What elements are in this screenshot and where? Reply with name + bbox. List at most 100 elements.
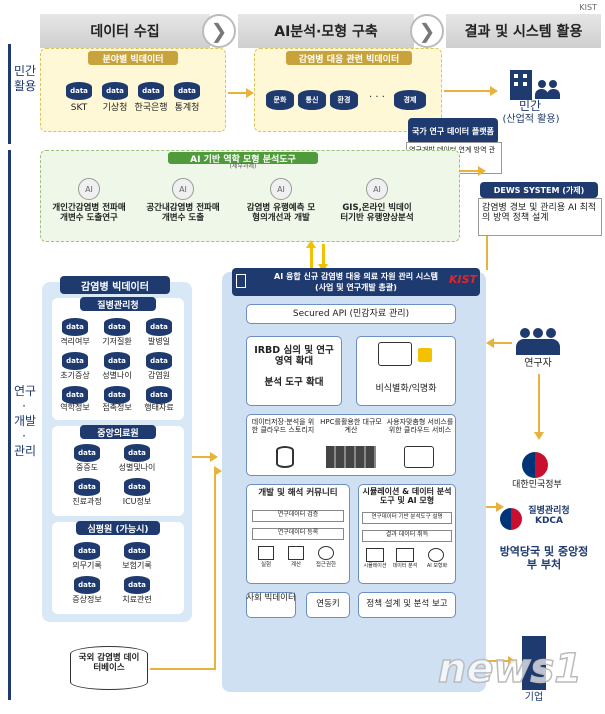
arrow <box>192 456 212 458</box>
dev-icon-label: 계산 <box>290 562 302 568</box>
arrow <box>228 92 248 94</box>
dev-icon-label: 접근권한 <box>315 562 337 568</box>
central-system-subtitle: (사업 및 연구개발 총괄) <box>315 283 397 292</box>
analysis-tool-label: 분석 도구 확대 <box>264 377 324 388</box>
db-cylinder: 통신 <box>298 90 326 110</box>
central-system-header: AI 융합 신규 감염병 대응 의료 자원 관리 시스템 (사업 및 연구개발 … <box>232 268 480 296</box>
data-item-label: ICU정보 <box>122 497 152 506</box>
arrow-head <box>496 502 504 512</box>
link-key-label: 연동키 <box>316 599 340 609</box>
arrow <box>538 374 540 434</box>
arrow-head <box>210 452 218 462</box>
phase-data-collection: 데이터 수집 <box>40 14 210 48</box>
data-item-label: 감염원 <box>147 371 171 380</box>
kdca-label: 질병관리청 KDCA <box>528 506 570 527</box>
data-item-label: 중증도 <box>75 463 99 472</box>
central-system-panel <box>222 272 486 692</box>
arrow-head <box>486 338 494 348</box>
private-bigdata-title: 분야별 빅데이터 <box>88 51 178 65</box>
side-label-research: 연구 · 개발 · 관리 <box>14 384 37 458</box>
policy-label: 정책 설계 및 분석 보고 <box>366 599 448 609</box>
data-item-label: 치료관련 <box>122 595 152 604</box>
people-icon <box>535 80 561 100</box>
data-item-label: 격리여부 <box>60 337 90 346</box>
arrow-head <box>246 88 254 98</box>
sim-box <box>358 484 456 584</box>
side-label-private: 민간 활용 <box>14 64 37 93</box>
sim-sub-box <box>362 512 452 524</box>
sim-sub2-label: 결과 데이터 취득 <box>385 531 429 538</box>
db-cylinder: data <box>104 352 130 370</box>
db-cylinder: 환경 <box>330 90 358 110</box>
nmc-box <box>52 426 184 516</box>
company-label: 기업 <box>524 692 544 703</box>
dev-sub-box <box>252 510 344 522</box>
dews-desc: 감염병 경보 및 관리용 AI 최적의 방역 정책 설계 <box>482 203 597 224</box>
db-cylinder: data <box>124 542 150 560</box>
data-item-label: 성별및나이 <box>118 463 156 472</box>
secured-api-box <box>246 304 456 324</box>
ai-model-label: GIS,온라인 빅데이터기반 유행양상분석 <box>340 203 414 223</box>
dev-sub1-label: 연구데이터 검증 <box>277 511 319 518</box>
kdca-emblem-icon <box>500 508 522 530</box>
sim-sub1-label: 연구데이터 기반 분석도구 설명 <box>371 514 443 520</box>
hpc-server-icon <box>326 446 376 468</box>
sim-title: 시뮬레이션 & 데이터 분석 도구 및 AI 모형 <box>362 487 452 506</box>
db-cylinder: data <box>62 318 88 336</box>
anonymization-icon <box>378 342 412 366</box>
db-cylinder: 경제 <box>394 90 426 110</box>
db-cylinder: data <box>104 318 130 336</box>
private-target-label: 민간 <box>518 99 542 113</box>
db-cylinder: data <box>74 478 100 496</box>
sim-sub-box <box>362 530 452 542</box>
db-cylinder: data <box>66 82 92 100</box>
gov-name: 대한민국정부 <box>512 480 562 490</box>
data-item-label: 기저질환 <box>102 337 132 346</box>
db-cylinder: data <box>146 352 172 370</box>
ai-gear-icon: AI <box>172 178 194 200</box>
chevron-right-icon: ❯ <box>410 14 444 48</box>
ai-gear-icon: AI <box>366 178 388 200</box>
source-label: 기상청 <box>102 103 128 113</box>
db-cylinder: data <box>62 352 88 370</box>
dev-sub-box <box>252 528 344 540</box>
arrow <box>322 244 325 268</box>
source-label: 통계청 <box>174 103 200 113</box>
db-cylinder: data <box>146 318 172 336</box>
side-bar-research <box>8 150 11 700</box>
phase-results: 결과 및 시스템 활용 <box>446 14 601 48</box>
infectious-bigdata-title: 감염병 대응 관련 빅데이터 <box>286 51 412 65</box>
kist-label-top: KIST <box>579 3 597 12</box>
experiment-icon <box>258 546 274 560</box>
db-cylinder: data <box>102 82 128 100</box>
hira-title: 심평원 (가능시) <box>76 521 160 535</box>
policy-box <box>358 592 456 618</box>
arrow-head <box>490 86 498 96</box>
db-cylinder: data <box>62 386 88 404</box>
database-icon <box>276 446 294 468</box>
data-item-label: 초기증상 <box>60 371 90 380</box>
ai-model-icon <box>428 548 444 562</box>
ai-models-subtitle: (세부과제) <box>229 163 257 170</box>
link-key-box <box>306 592 350 618</box>
calculation-icon <box>288 546 304 560</box>
storage-label: 데이터저장·분석을 위한 클라우드 스토리지 <box>251 418 315 435</box>
arrow <box>460 170 480 172</box>
source-label: 한국은행 <box>134 103 168 113</box>
server-icon <box>236 274 246 288</box>
sim-icon-label: 시뮬레이션 <box>363 563 387 569</box>
phase-ai-analysis: AI분석·모형 구축 <box>238 14 414 48</box>
gov-policy-label: 방역당국 및 중앙정부 부처 <box>499 545 589 571</box>
kist-logo: KIST <box>448 273 478 286</box>
researcher-label: 연구자 <box>524 358 552 369</box>
irbd-label: IRBD 심의 및 연구영역 확대 <box>254 345 334 367</box>
national-platform-title: 국가 연구 데이터 플랫폼 <box>408 118 498 144</box>
arrow <box>486 236 488 270</box>
company-building-icon <box>522 636 546 690</box>
anon-box <box>356 336 456 406</box>
hira-box <box>52 522 184 614</box>
db-cylinder: data <box>124 444 150 462</box>
db-cylinder: data <box>104 386 130 404</box>
ai-gear-icon: AI <box>78 178 100 200</box>
chevron-right-icon: ❯ <box>202 14 236 48</box>
